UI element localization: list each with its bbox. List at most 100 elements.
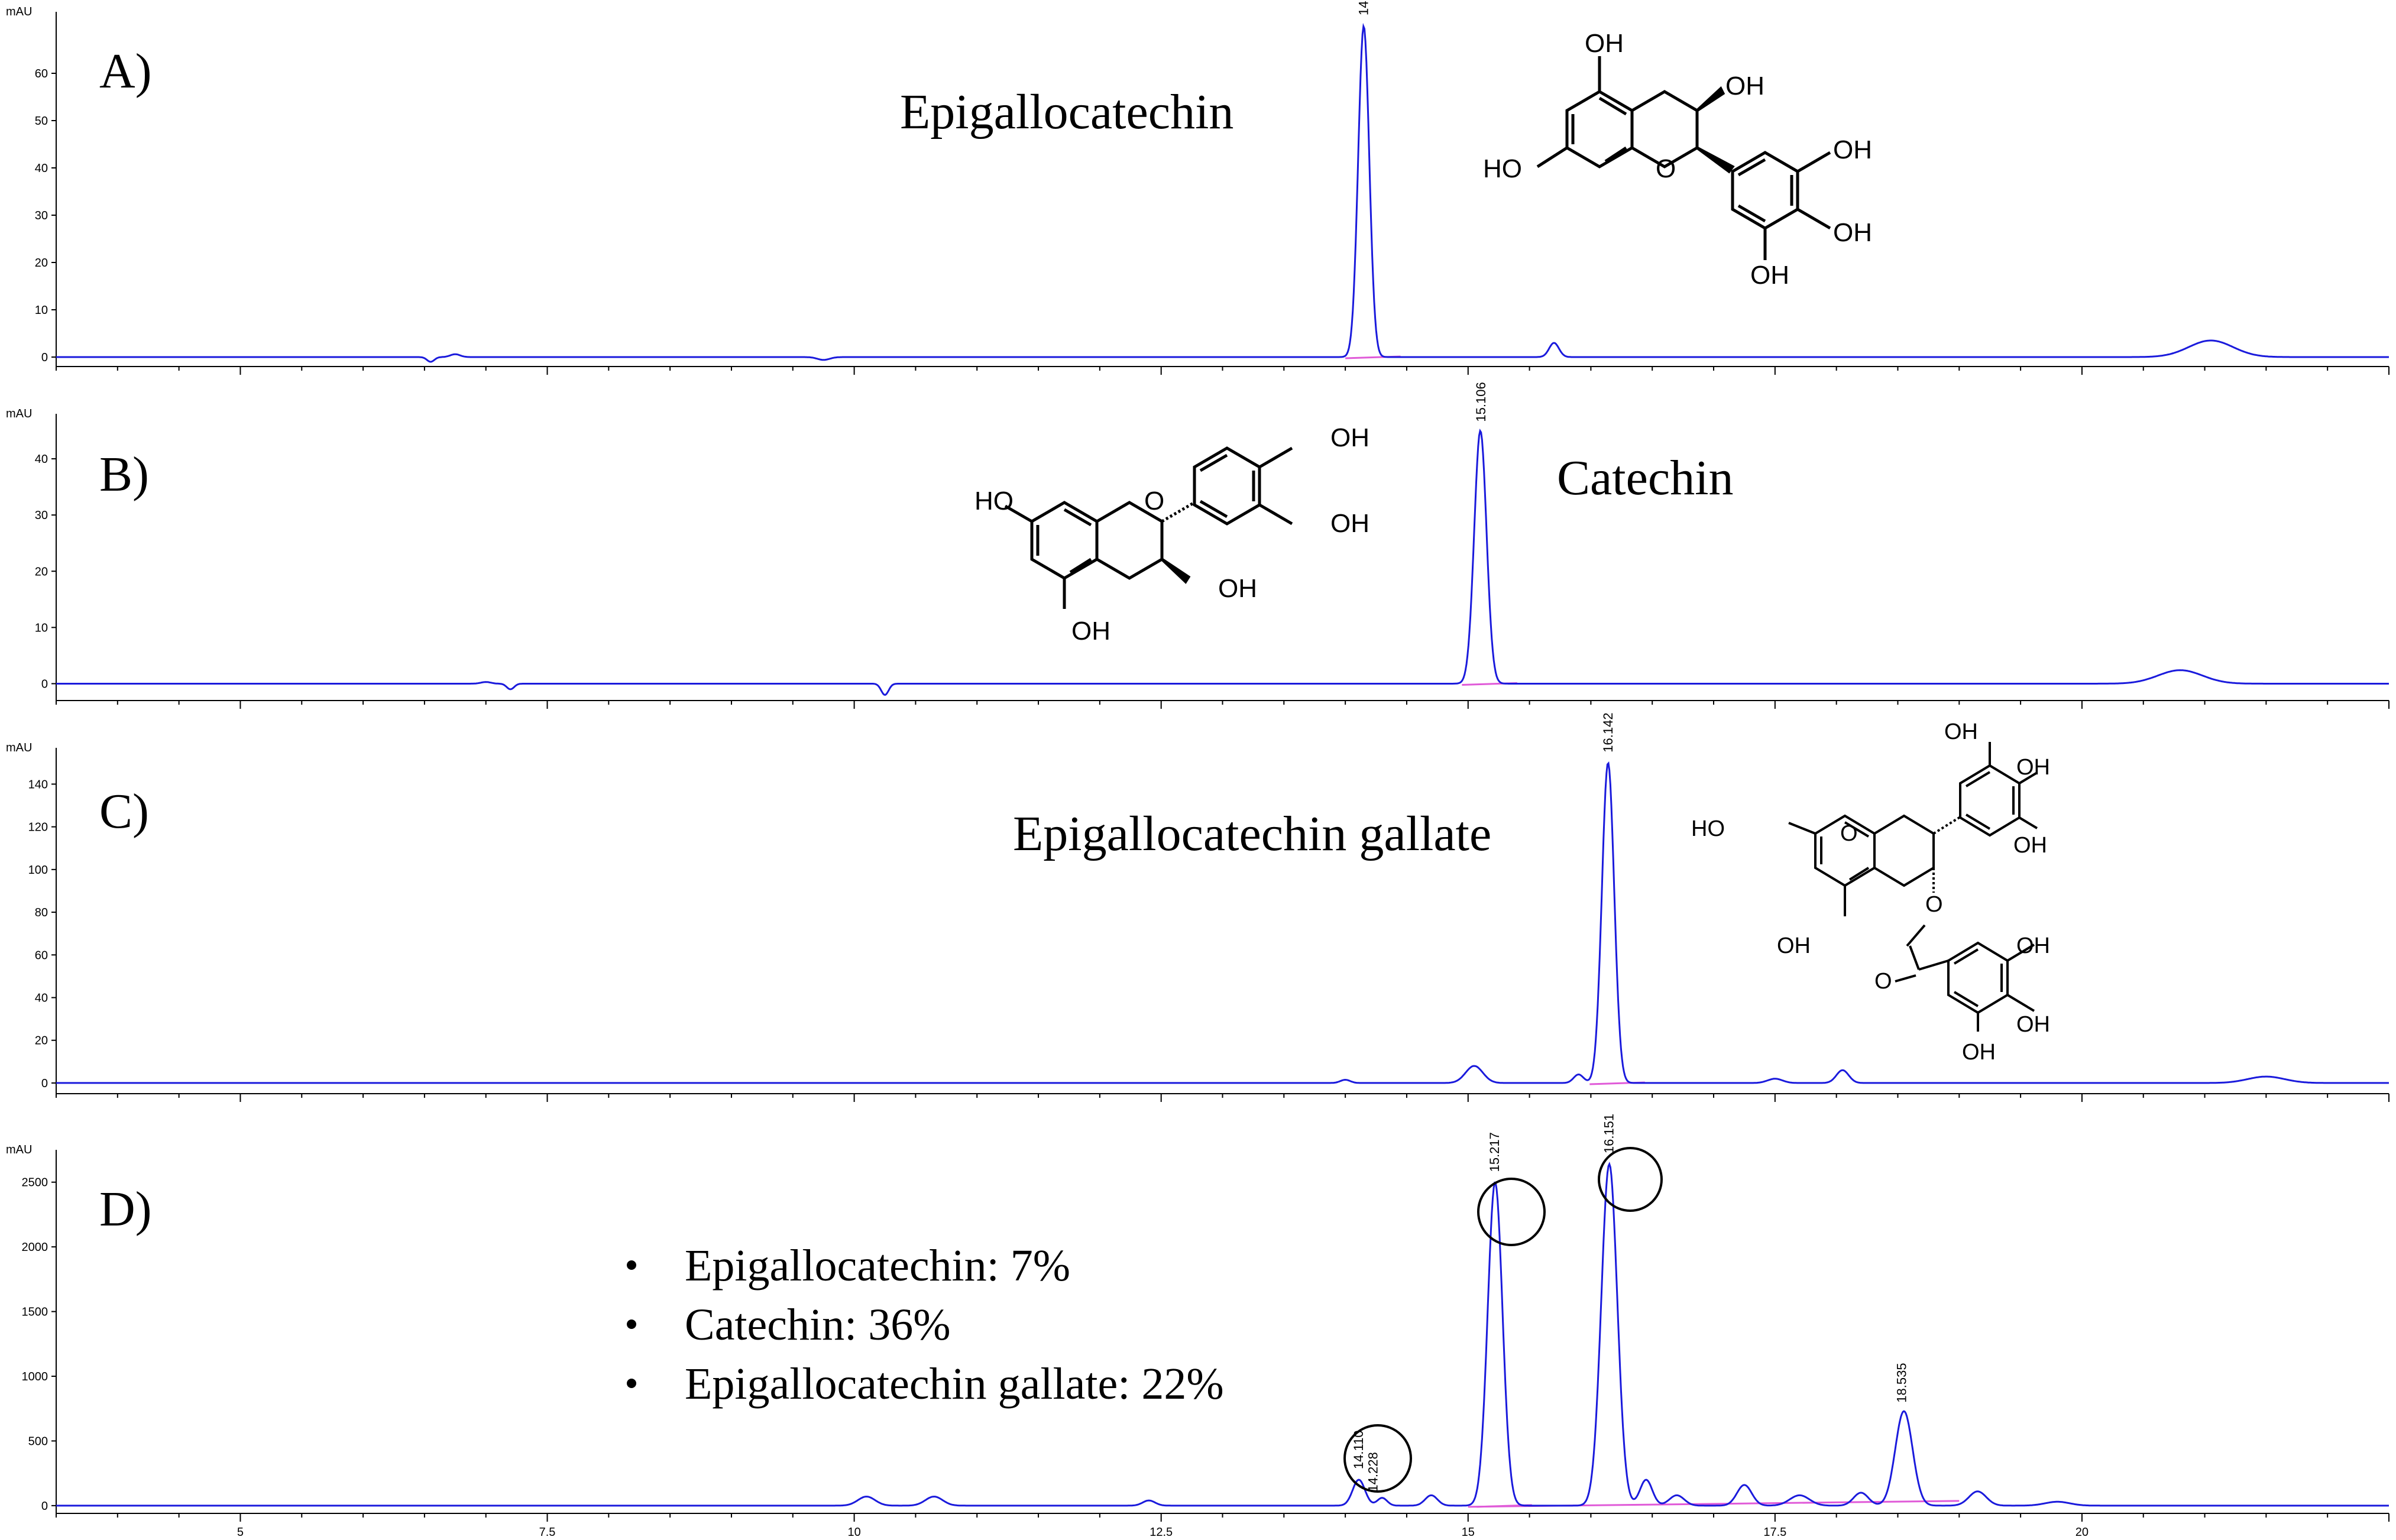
- ring-a: [1565, 90, 1634, 168]
- y-tick-label: 80: [35, 906, 48, 919]
- x-tick-label: 20: [2076, 1526, 2089, 1539]
- bond: [1258, 446, 1293, 469]
- y-tick-label: 20: [35, 257, 48, 270]
- atom-label: OH: [2016, 755, 2050, 780]
- atom-label: HO: [974, 487, 1014, 516]
- y-tick-label: 60: [35, 949, 48, 962]
- bullet-1: [627, 1260, 636, 1270]
- y-tick-label: 140: [28, 778, 48, 791]
- y-tick-label: 0: [41, 351, 48, 364]
- y-tick-label: 40: [35, 992, 48, 1005]
- bullet-3: [627, 1379, 636, 1388]
- x-tick-label: 7.5: [539, 1526, 556, 1539]
- y-tick-label: 50: [35, 115, 48, 128]
- x-tick-label: 15: [1462, 1526, 1475, 1539]
- atom-label: HO: [1483, 154, 1522, 183]
- atom-label: OH: [1833, 218, 1872, 247]
- atom-label: OH: [1750, 261, 1789, 290]
- peak-label: 16.142: [1601, 712, 1615, 752]
- atom-label: OH: [1777, 933, 1811, 958]
- atom-label: OH: [1218, 574, 1257, 603]
- double-bond: [1965, 771, 1991, 787]
- peak-label: 16.151: [1602, 1114, 1617, 1153]
- ring-gallate: [1947, 941, 2009, 1014]
- double-bond: [1895, 974, 1916, 983]
- bullet-2: [627, 1319, 636, 1329]
- x-tick-label: 10: [847, 1526, 860, 1539]
- wedge-bond: [1696, 146, 1735, 174]
- peak-label: 14.150: [1356, 0, 1371, 15]
- y-tick-label: 1500: [22, 1306, 48, 1319]
- bond: [1909, 945, 1920, 970]
- chromatogram-trace: [56, 22, 2389, 363]
- double-bond: [1604, 146, 1627, 163]
- composition-item-egcg: Epigallocatechin gallate: 22%: [685, 1359, 1224, 1409]
- structure-catechin-labels: OH HO O OH OH OH: [974, 423, 1369, 646]
- y-unit-label: mAU: [6, 5, 32, 18]
- hash-bond: [1932, 816, 1961, 835]
- compound-name-a: Epigallocatechin: [900, 85, 1233, 140]
- atom-label: OH: [2016, 1012, 2050, 1037]
- atom-label: OH: [1330, 509, 1369, 538]
- highlight-circle-egcg: [1598, 1147, 1663, 1212]
- bond: [2018, 771, 2038, 784]
- double-bond: [1953, 991, 1979, 1007]
- y-tick-label: 1000: [22, 1370, 48, 1383]
- ring-b: [1959, 764, 2021, 837]
- y-unit-label: mAU: [6, 407, 32, 420]
- structure-epigallocatechin: [1536, 56, 1831, 260]
- double-bond: [1737, 204, 1766, 223]
- atom-label: OH: [2016, 933, 2050, 958]
- x-tick-label: 12.5: [1150, 1526, 1173, 1539]
- peak-label: 14.228: [1365, 1452, 1380, 1492]
- composition-item-egc: Epigallocatechin: 7%: [685, 1241, 1070, 1291]
- highlight-circle-catechin: [1477, 1178, 1546, 1246]
- bond: [2006, 994, 2035, 1012]
- panel-a: mAU010203040506014.150: [6, 0, 2389, 375]
- atom-label: OH: [1833, 135, 1872, 164]
- y-tick-label: 500: [28, 1435, 48, 1448]
- y-tick-label: 20: [35, 565, 48, 578]
- y-tick-label: 0: [41, 677, 48, 690]
- double-bond: [1737, 158, 1766, 177]
- double-bond: [1063, 508, 1092, 527]
- y-tick-label: 30: [35, 209, 48, 222]
- y-unit-label: mAU: [6, 741, 32, 754]
- structure-egcg: [1788, 742, 2038, 1032]
- atom-label: O: [1874, 969, 1892, 994]
- y-tick-label: 10: [35, 621, 48, 634]
- peak-highlight-circles: [1343, 1147, 1663, 1493]
- ring-c: [1873, 814, 1935, 887]
- atom-label: O: [1144, 487, 1164, 516]
- bond: [1796, 208, 1831, 230]
- y-tick-label: 60: [35, 67, 48, 80]
- y-unit-label: mAU: [6, 1143, 32, 1156]
- y-tick-label: 20: [35, 1035, 48, 1048]
- peak-label: 15.106: [1474, 382, 1488, 422]
- x-tick-label: 17.5: [1763, 1526, 1786, 1539]
- double-bond: [1598, 96, 1627, 116]
- panel-label-d: D): [99, 1182, 152, 1237]
- double-bond: [1848, 867, 1870, 881]
- bond: [2018, 816, 2038, 829]
- ring-a: [1030, 501, 1099, 580]
- double-bond: [1965, 813, 1991, 830]
- chromatogram-trace: [56, 1162, 2389, 1507]
- chromatogram-trace: [56, 761, 2389, 1084]
- atom-label: OH: [1962, 1040, 1996, 1065]
- bond: [1796, 151, 1831, 173]
- y-tick-label: 0: [41, 1500, 48, 1513]
- compound-name-b: Catechin: [1557, 450, 1734, 505]
- ring-c: [1631, 90, 1699, 168]
- bond: [1918, 959, 1949, 971]
- y-tick-label: 2000: [22, 1241, 48, 1254]
- structure-egcg-labels: OH OH HO O OH O OH O OH OH OH: [1691, 719, 2050, 1065]
- x-tick-label: 5: [237, 1526, 244, 1539]
- composition-item-catechin: Catechin: 36%: [685, 1300, 951, 1350]
- chromatogram-trace: [56, 429, 2389, 696]
- peak-label: 15.217: [1487, 1132, 1502, 1172]
- bond: [1788, 822, 1816, 835]
- double-bond: [1199, 453, 1228, 472]
